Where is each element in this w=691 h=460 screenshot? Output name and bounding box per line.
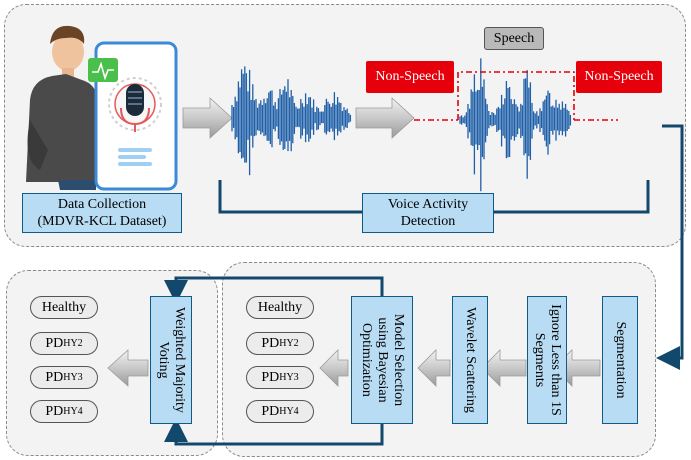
gray-arrow-2: [355, 97, 415, 139]
class-label: Healthy: [41, 299, 87, 315]
raw-waveform: [231, 66, 352, 176]
segmentation-box: Segmentation: [602, 296, 638, 424]
class-label: PD: [45, 335, 64, 351]
gray-arrow-1: [182, 97, 233, 139]
model-selection-text: Model Selection using Bayesian Optimizat…: [358, 314, 406, 406]
vad-box: Voice Activity Detection: [362, 193, 494, 233]
ignore-segments-text: Ignore Less than 1S Segments: [531, 304, 563, 416]
model-selection-line1: Model Selection: [391, 313, 406, 407]
ignore-segments-box: Ignore Less than 1S Segments: [527, 296, 567, 424]
wavelet-label: Wavelet Scattering: [463, 307, 478, 413]
wavelet-box: Wavelet Scattering: [452, 296, 488, 424]
speech-label: Speech: [484, 27, 544, 50]
gray-arrow-5: [417, 349, 451, 387]
model-selection-box: Model Selection using Bayesian Optimizat…: [351, 296, 413, 424]
class-subscript: HY3: [279, 372, 299, 383]
person-illustration: [26, 25, 100, 190]
class-subscript: HY4: [63, 406, 83, 417]
ignore-segments-line2: Segments: [532, 332, 547, 388]
ignore-segments-line1: Ignore Less than 1S: [548, 304, 563, 416]
weighted-voting-box: Weighted Majority Voting: [150, 296, 192, 424]
model-selection-line3: Optimization: [359, 323, 374, 397]
class-label: PD: [45, 403, 64, 419]
bottom-right-panel: [222, 262, 656, 457]
data-collection-line2: (MDVR-KCL Dataset): [37, 214, 167, 229]
class-subscript: HY3: [63, 372, 83, 383]
class-subscript: HY2: [63, 338, 83, 349]
non-speech-left-label: Non-Speech: [366, 61, 454, 93]
model-selection-line2: using Bayesian: [375, 317, 390, 403]
class-subscript: HY2: [279, 338, 299, 349]
vad-marker: [414, 71, 618, 121]
final-pill-healthy: Healthy: [30, 296, 98, 319]
class-subscript: HY4: [279, 406, 299, 417]
vad-line2: Detection: [400, 214, 456, 229]
flow-loop-arrow: [164, 276, 384, 304]
flow-loop-arrow-bottom: [164, 418, 384, 446]
weighted-voting-line2: Voting: [156, 341, 171, 379]
weighted-voting-text: Weighted Majority Voting: [155, 307, 187, 413]
class-label: PD: [45, 369, 64, 385]
weighted-voting-line1: Weighted Majority: [172, 307, 187, 413]
segmented-waveform: [459, 58, 572, 192]
gray-arrow-7: [107, 349, 149, 387]
flow-arrow-to-segmentation: [656, 124, 684, 370]
segmentation-label: Segmentation: [613, 321, 628, 399]
class-pill-healthy: Healthy: [246, 296, 314, 319]
gray-arrow-4: [481, 349, 527, 387]
phone-icon: [88, 41, 178, 191]
class-label: PD: [261, 403, 280, 419]
data-collection-box: Data Collection (MDVR-KCL Dataset): [22, 193, 182, 233]
class-label: PD: [261, 369, 280, 385]
data-collection-line1: Data Collection: [57, 197, 147, 212]
vad-line1: Voice Activity: [387, 197, 469, 212]
non-speech-right-label: Non-Speech: [576, 61, 662, 93]
gray-arrow-6: [319, 349, 349, 387]
class-label: PD: [261, 335, 280, 351]
class-label: Healthy: [257, 299, 303, 315]
